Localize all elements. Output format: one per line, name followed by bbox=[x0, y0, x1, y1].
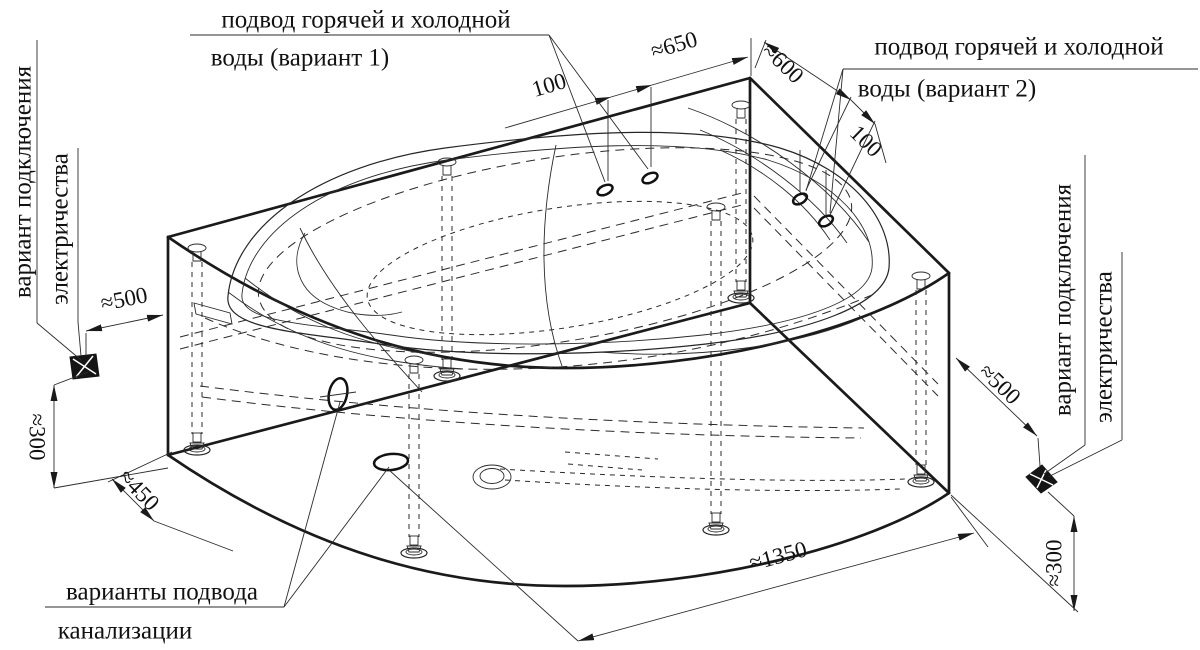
frame-rail bbox=[567, 463, 643, 471]
leg bbox=[727, 100, 755, 304]
leg bbox=[907, 271, 935, 488]
dim-650-label: ≈650 bbox=[648, 26, 700, 63]
waterline bbox=[204, 294, 873, 370]
label-water-v2-line1: подвод горячей и холодной bbox=[874, 34, 1163, 61]
support-frame bbox=[179, 191, 939, 492]
top-front-arc bbox=[166, 235, 951, 370]
water-supply-v1-hole bbox=[596, 183, 614, 197]
label-water-v1-line2: воды (вариант 1) bbox=[211, 45, 389, 72]
dimension-450 bbox=[107, 451, 234, 552]
leg-cap bbox=[731, 100, 751, 110]
frame-rail bbox=[201, 396, 862, 439]
leg bbox=[400, 355, 428, 559]
frame-rail bbox=[753, 195, 939, 385]
dimension-300-right bbox=[950, 491, 1079, 613]
bowl-bottom-contour bbox=[366, 200, 754, 336]
headrest-arc bbox=[687, 107, 870, 243]
bottom-left-edge bbox=[166, 301, 752, 457]
leg-foot bbox=[400, 547, 428, 559]
label-water-v1-line1: подвод горячей и холодной bbox=[221, 7, 510, 34]
electrical-outlet-symbol-left bbox=[69, 353, 100, 380]
electrical-outlet-symbol-right bbox=[1025, 464, 1058, 494]
rim-inner bbox=[241, 145, 873, 345]
connection-points bbox=[319, 171, 835, 472]
bowl-slope-line bbox=[299, 227, 423, 393]
dim-100-left-label: 100 bbox=[529, 68, 569, 102]
dimension-500-right bbox=[955, 357, 1041, 467]
frame-rail bbox=[199, 385, 865, 429]
bowl-slope-line bbox=[543, 144, 563, 367]
leg-foot bbox=[702, 524, 730, 536]
bathtub-rim bbox=[227, 131, 890, 355]
rim-outer bbox=[227, 131, 890, 355]
top-left-edge bbox=[166, 76, 752, 239]
bottom-front-arc bbox=[166, 453, 951, 588]
frame-bracket bbox=[193, 302, 233, 325]
seat-arc bbox=[227, 291, 464, 370]
label-electric-left-line2: электричества bbox=[47, 153, 74, 305]
water-supply-v2-hole bbox=[791, 192, 809, 206]
top-right-edge bbox=[748, 76, 951, 275]
frame-rail bbox=[179, 191, 747, 338]
leg-cap bbox=[437, 157, 457, 167]
bowl-slope-line bbox=[599, 317, 863, 355]
drain bbox=[472, 464, 512, 490]
dimension-labels: 100 ≈650 ≈600 100 ≈500 ≈300 ≈450 ≈1350 ≈… bbox=[25, 26, 1067, 586]
seat-fold bbox=[296, 232, 403, 316]
drain-inner bbox=[479, 468, 505, 484]
annotations: подвод горячей и холодной воды (вариант … bbox=[10, 7, 1164, 645]
bowl-mid-contour bbox=[257, 147, 853, 353]
sewage-floor-outlet bbox=[372, 452, 410, 472]
leg-cap bbox=[187, 243, 207, 253]
frame-rail bbox=[564, 451, 659, 460]
leg-cap bbox=[706, 202, 726, 212]
bathtub-outline bbox=[166, 76, 951, 588]
label-sewage-line1: варианты подвода bbox=[66, 579, 258, 606]
seat-arc bbox=[244, 277, 441, 357]
leg-cap bbox=[911, 271, 931, 281]
frame-rail bbox=[499, 468, 907, 481]
label-water-v2-line2: воды (вариант 2) bbox=[858, 76, 1036, 103]
leaders bbox=[36, 34, 1198, 608]
drain-outer bbox=[472, 464, 512, 490]
leg-foot bbox=[727, 292, 755, 304]
dim-500-left-label: ≈500 bbox=[98, 282, 149, 316]
label-electric-right-line1: вариант подключения bbox=[1050, 183, 1077, 416]
dim-300-right-label: ≈300 bbox=[1042, 539, 1067, 586]
dimension-500-left bbox=[85, 314, 164, 356]
dim-300-left-label: ≈300 bbox=[25, 413, 50, 460]
sewage-wall-outlet bbox=[327, 376, 349, 412]
leg-foot bbox=[907, 476, 935, 488]
dimension-650-100-left bbox=[504, 38, 752, 181]
leg-cap bbox=[404, 355, 424, 365]
dim-1350-label: ≈1350 bbox=[746, 536, 809, 575]
dimension-300-left bbox=[50, 371, 169, 489]
bowl-contours bbox=[204, 107, 873, 393]
leg-foot bbox=[183, 444, 211, 456]
dimension-1350 bbox=[388, 469, 989, 642]
frame-rail bbox=[179, 203, 747, 350]
label-electric-left-line1: вариант подключения bbox=[10, 65, 37, 298]
dim-600-label: ≈600 bbox=[757, 38, 808, 89]
dim-500-right-label: ≈500 bbox=[974, 359, 1025, 410]
label-electric-right-line2: электричества bbox=[1091, 271, 1118, 423]
headrest-arc bbox=[699, 129, 848, 244]
frame-rail bbox=[504, 479, 901, 492]
dim-100-right-label: 100 bbox=[845, 120, 887, 162]
leg bbox=[433, 157, 461, 382]
leg bbox=[183, 243, 211, 456]
dim-450-label: ≈450 bbox=[114, 464, 165, 515]
label-sewage-line2: канализации bbox=[58, 618, 193, 645]
water-supply-v2-hole bbox=[817, 214, 835, 228]
water-supply-v1-hole bbox=[641, 171, 659, 185]
leg-foot bbox=[433, 370, 461, 382]
leg bbox=[702, 202, 730, 536]
